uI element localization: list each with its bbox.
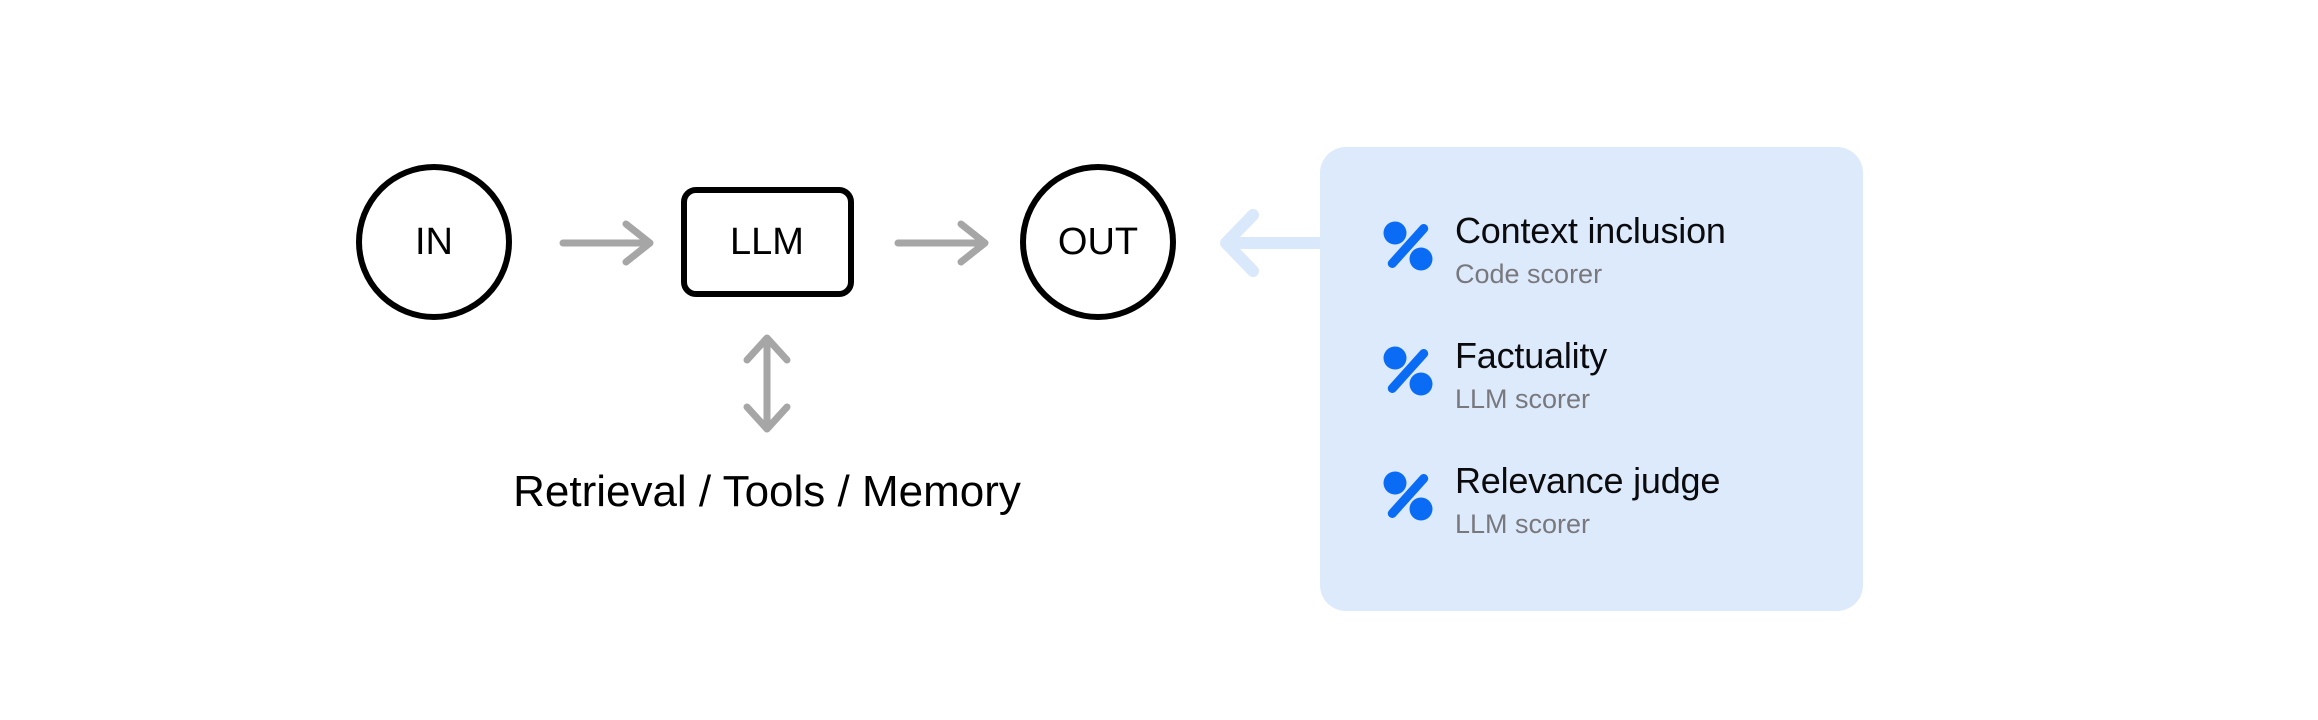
out-label: OUT xyxy=(1058,221,1138,263)
scorer-item-title: Relevance judge xyxy=(1455,460,1721,501)
arrow-llm-to-out xyxy=(894,220,989,266)
scorer-item-title: Context inclusion xyxy=(1455,210,1726,251)
scorer-panel: Context inclusion Code scorer Factuality… xyxy=(1320,147,1863,611)
percent-icon xyxy=(1383,346,1433,396)
llm-box-shape xyxy=(681,187,854,297)
llm-label: LLM xyxy=(730,221,804,263)
arrow-in-to-llm xyxy=(559,220,654,266)
arrow-llm-tools-bidirectional xyxy=(743,334,791,433)
node-in: IN xyxy=(356,164,512,320)
scorer-list-item[interactable]: Factuality LLM scorer xyxy=(1383,334,1863,459)
scorer-item-text: Relevance judge LLM scorer xyxy=(1455,459,1720,543)
scorer-item-subtitle: LLM scorer xyxy=(1455,384,1591,414)
scorer-list-item[interactable]: Relevance judge LLM scorer xyxy=(1383,459,1863,584)
in-label: IN xyxy=(415,221,453,263)
flow-caption: Retrieval / Tools / Memory xyxy=(513,467,1021,516)
scorer-item-subtitle: LLM scorer xyxy=(1455,509,1591,539)
scorer-item-text: Context inclusion Code scorer xyxy=(1455,209,1726,293)
scorer-item-subtitle: Code scorer xyxy=(1455,259,1603,289)
out-circle-shape xyxy=(1020,164,1176,320)
node-llm: LLM xyxy=(681,187,854,297)
percent-icon xyxy=(1383,471,1433,521)
percent-icon xyxy=(1383,221,1433,271)
arrow-panel-to-out xyxy=(1220,209,1331,277)
node-out: OUT xyxy=(1020,164,1176,320)
scorer-item-title: Factuality xyxy=(1455,335,1608,376)
scorer-list-item[interactable]: Context inclusion Code scorer xyxy=(1383,209,1863,334)
scorer-item-text: Factuality LLM scorer xyxy=(1455,334,1607,418)
in-circle-shape xyxy=(356,164,512,320)
